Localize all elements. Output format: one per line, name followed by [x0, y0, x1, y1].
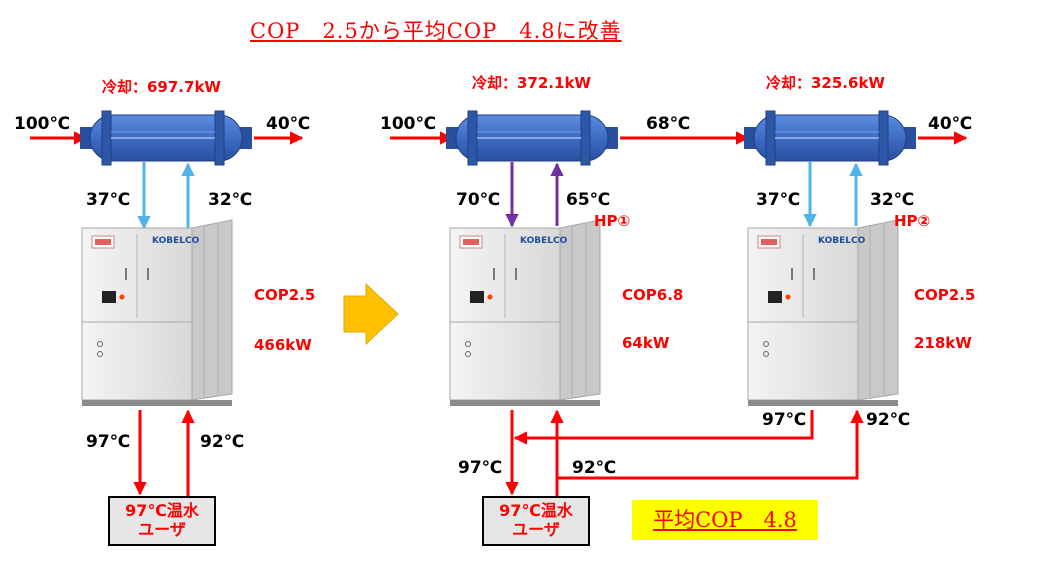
before-inlet-temp: 100℃	[14, 114, 71, 134]
before-user-line2: ユーザ	[138, 520, 186, 539]
hp1-brand-label: KOBELCO	[520, 236, 568, 246]
before-user-line1: 97℃温水	[125, 501, 199, 520]
hp1-hx-in-temp: 65℃	[566, 190, 611, 210]
hp2-cop: COP2.5	[914, 286, 976, 304]
hp2-hot-supply-line	[513, 410, 814, 445]
hp2-brand-label: KOBELCO	[818, 236, 866, 246]
before-cop: COP2.5	[254, 286, 316, 304]
before-hx-out-temp: 37℃	[86, 190, 131, 210]
hp2-power: 218kW	[914, 334, 972, 352]
before-heat-pump	[81, 219, 233, 407]
after-user-line2: ユーザ	[512, 520, 560, 539]
after-return-temp: 92℃	[572, 458, 617, 478]
hp1-cooling-label: 冷却：372.1kW	[472, 74, 591, 92]
hp1-heat-exchanger	[445, 110, 619, 166]
average-cop-badge: 平均COP 4.8	[632, 500, 818, 540]
before-brand-label: KOBELCO	[152, 236, 200, 246]
hp2-unit	[747, 219, 899, 407]
hp1-cop: COP6.8	[622, 286, 684, 304]
before-hx-in-temp: 32℃	[208, 190, 253, 210]
after-supply-temp: 97℃	[458, 458, 503, 478]
before-heat-exchanger	[79, 110, 253, 166]
page-title: COP 2.5から平均COP 4.8に改善	[250, 19, 622, 43]
before-power: 466kW	[254, 336, 312, 354]
after-inlet-temp: 100℃	[380, 114, 437, 134]
after-user-box: 97℃温水 ユーザ	[482, 496, 590, 546]
hp2-hot-return-line	[557, 409, 864, 480]
hp2-hx-out-temp: 37℃	[756, 190, 801, 210]
before-user-box: 97℃温水 ユーザ	[108, 496, 216, 546]
before-hot-return-temp: 92℃	[200, 432, 245, 452]
after-user-line1: 97℃温水	[499, 501, 573, 520]
before-outlet-temp: 40℃	[266, 114, 311, 134]
hp1-name: HP①	[594, 212, 631, 230]
transition-arrow-icon	[343, 282, 399, 346]
hp2-hx-in-temp: 32℃	[870, 190, 915, 210]
hp2-hot-return-temp: 92℃	[866, 410, 911, 430]
hp1-hx-out-temp: 70℃	[456, 190, 501, 210]
hp2-heat-exchanger	[743, 110, 917, 166]
hp2-hot-out-temp: 97℃	[762, 410, 807, 430]
before-cooling-label: 冷却：697.7kW	[102, 78, 221, 96]
hp1-power: 64kW	[622, 334, 670, 352]
hp2-cooling-label: 冷却：325.6kW	[766, 74, 885, 92]
hp2-name: HP②	[894, 212, 931, 230]
after-outlet-temp: 40℃	[928, 114, 973, 134]
before-hot-out-temp: 97℃	[86, 432, 131, 452]
hp1-unit	[449, 219, 601, 407]
after-mid-temp: 68℃	[646, 114, 691, 134]
